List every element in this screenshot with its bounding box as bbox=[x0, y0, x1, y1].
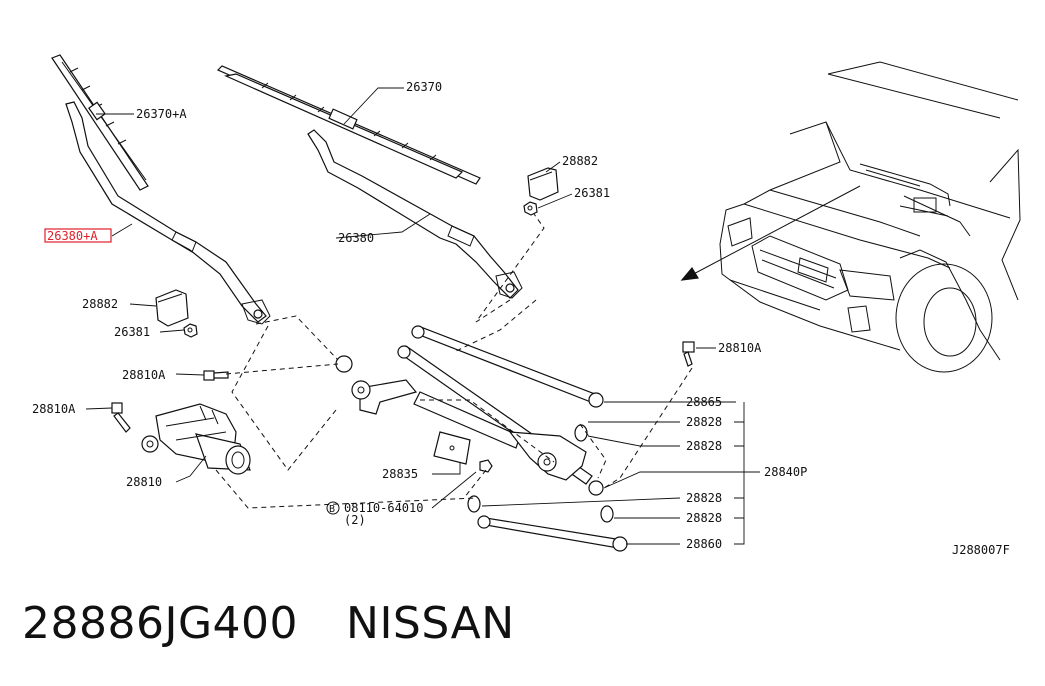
bolt-pivot bbox=[203, 370, 229, 381]
label-bush-2: 28828 bbox=[686, 439, 722, 453]
label-link-rod-lower: 28860 bbox=[686, 537, 722, 551]
pivot-cap-right bbox=[527, 167, 559, 201]
label-linkage-assy: 28840P bbox=[764, 465, 807, 479]
label-bolt-pivot: 28810A bbox=[122, 368, 166, 382]
bolt-motor bbox=[111, 402, 131, 433]
part-number: 28886JG400 bbox=[22, 598, 299, 649]
wiper-blade-left bbox=[51, 54, 149, 191]
vehicle-illustration bbox=[680, 61, 1021, 373]
bolt-mark-circle bbox=[326, 501, 340, 515]
label-bolt-spec: 08110-64010 bbox=[344, 501, 423, 515]
label-bolt-right: 28810A bbox=[718, 341, 762, 355]
wiper-blade-right bbox=[216, 65, 481, 185]
bracket bbox=[433, 431, 471, 465]
bolt-right bbox=[682, 341, 695, 367]
label-bush-3: 28828 bbox=[686, 491, 722, 505]
manufacturer: NISSAN bbox=[346, 598, 515, 649]
leader-lines bbox=[85, 87, 760, 545]
bolt-b bbox=[479, 459, 493, 473]
footer-caption: 28886JG400 NISSAN bbox=[22, 598, 515, 649]
label-blade-left: 26370+A bbox=[136, 107, 187, 121]
label-nut-left: 26381 bbox=[114, 325, 150, 339]
label-motor: 28810 bbox=[126, 475, 162, 489]
wiper-arm-right bbox=[307, 129, 523, 299]
label-bolt-qty: (2) bbox=[344, 513, 366, 527]
wiper-motor bbox=[141, 403, 251, 475]
label-link-rod-upper: 28865 bbox=[686, 395, 722, 409]
label-bush-1: 28828 bbox=[686, 415, 722, 429]
pivot-nut-right bbox=[523, 201, 538, 216]
wiper-arm-left bbox=[65, 101, 271, 325]
label-bracket: 28835 bbox=[382, 467, 418, 481]
dashed-guides bbox=[215, 213, 693, 509]
label-bush-4: 28828 bbox=[686, 511, 722, 525]
diagram-code: J288007F bbox=[952, 543, 1010, 557]
linkage-assembly bbox=[335, 325, 628, 552]
part-labels: 26370+A 26370 26380+A 26380 28882 26381 … bbox=[32, 80, 1010, 557]
label-nut-right: 26381 bbox=[574, 186, 610, 200]
pivot-nut-left bbox=[183, 323, 198, 338]
label-arm-right: 26380 bbox=[338, 231, 374, 245]
label-bolt-mark: B bbox=[329, 504, 335, 515]
pivot-cap-left bbox=[155, 289, 189, 327]
label-arm-left: 26380+A bbox=[47, 229, 98, 243]
label-cap-right: 28882 bbox=[562, 154, 598, 168]
label-blade-right: 26370 bbox=[406, 80, 442, 94]
label-bolt-motor: 28810A bbox=[32, 402, 76, 416]
label-cap-left: 28882 bbox=[82, 297, 118, 311]
highlight-box bbox=[44, 228, 112, 243]
